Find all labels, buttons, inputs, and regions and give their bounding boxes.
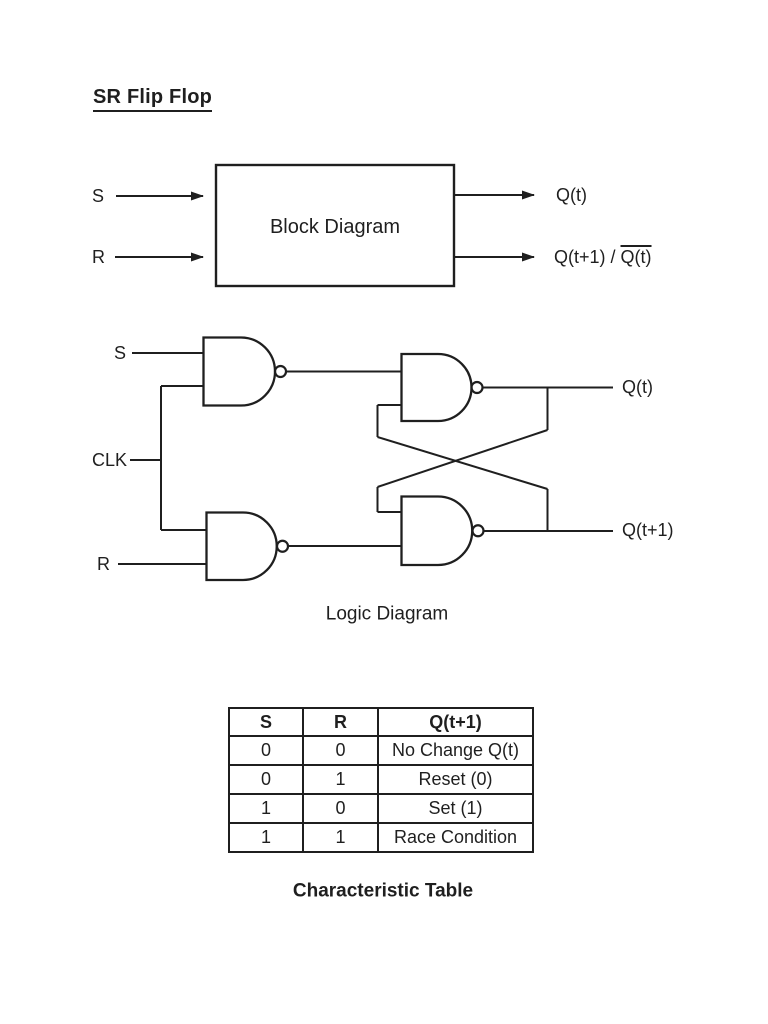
table-cell: Set (1) — [377, 793, 534, 824]
page-title: SR Flip Flop — [93, 86, 213, 112]
wire-q-feedback-diagonal — [377, 429, 548, 488]
inversion-bubble — [275, 539, 290, 553]
block-input-s-label: S — [92, 186, 105, 206]
characteristic-table-caption: Characteristic Table — [292, 880, 474, 902]
table-cell: Reset (0) — [377, 764, 534, 795]
table-cell: 0 — [228, 735, 304, 766]
table-header-qnext: Q(t+1) — [377, 707, 534, 737]
logic-input-s-label: S — [114, 343, 127, 363]
logic-output-q-label: Q(t) — [622, 377, 653, 397]
block-diagram-title: Block Diagram — [269, 216, 401, 238]
logic-diagram — [118, 336, 613, 582]
table-cell: 0 — [302, 793, 379, 824]
nand-gate-qbar-body — [400, 495, 474, 567]
block-output-q-label: Q(t) — [556, 185, 587, 205]
block-output-qnext-prefix: Q(t+1) / — [554, 247, 621, 267]
table-cell: 0 — [228, 764, 304, 795]
inversion-bubble — [471, 524, 485, 538]
table-row: 1 1 Race Condition — [228, 822, 534, 853]
block-input-r-label: R — [92, 247, 105, 267]
nand-gate-qbar — [400, 495, 485, 567]
logic-diagram-caption: Logic Diagram — [325, 603, 449, 625]
table-cell: No Change Q(t) — [377, 735, 534, 766]
nand-gate-r-body — [205, 511, 278, 582]
table-row: 0 0 No Change Q(t) — [228, 735, 534, 766]
table-row: 1 0 Set (1) — [228, 793, 534, 824]
table-cell: 1 — [228, 822, 304, 853]
logic-input-clk-label: CLK — [92, 450, 128, 470]
table-cell: Race Condition — [377, 822, 534, 853]
nand-gate-s-body — [202, 336, 277, 407]
logic-input-r-label: R — [97, 554, 110, 574]
nand-gate-q-body — [400, 352, 473, 423]
table-header-row: S R Q(t+1) — [228, 707, 534, 737]
table-row: 0 1 Reset (0) — [228, 764, 534, 795]
logic-output-qnext-label: Q(t+1) — [622, 520, 674, 540]
block-diagram-box — [214, 163, 456, 288]
table-cell: 1 — [302, 764, 379, 795]
inversion-bubble — [470, 380, 484, 395]
block-diagram — [115, 163, 535, 288]
table-cell: 1 — [302, 822, 379, 853]
nand-gate-q — [400, 352, 484, 423]
table-header-s: S — [228, 707, 304, 737]
block-output-qnext-label: Q(t+1) / Q(t) — [554, 248, 652, 266]
nand-gate-r — [205, 511, 290, 582]
wire-qnext-feedback-diagonal — [377, 436, 548, 490]
inversion-bubble — [273, 364, 288, 379]
characteristic-table: S R Q(t+1) 0 0 No Change Q(t) 0 1 Reset … — [228, 707, 534, 853]
table-cell: 0 — [302, 735, 379, 766]
block-output-qnext-negated: Q(t) — [620, 247, 652, 267]
table-header-r: R — [302, 707, 379, 737]
table-cell: 1 — [228, 793, 304, 824]
nand-gate-s — [202, 336, 288, 407]
